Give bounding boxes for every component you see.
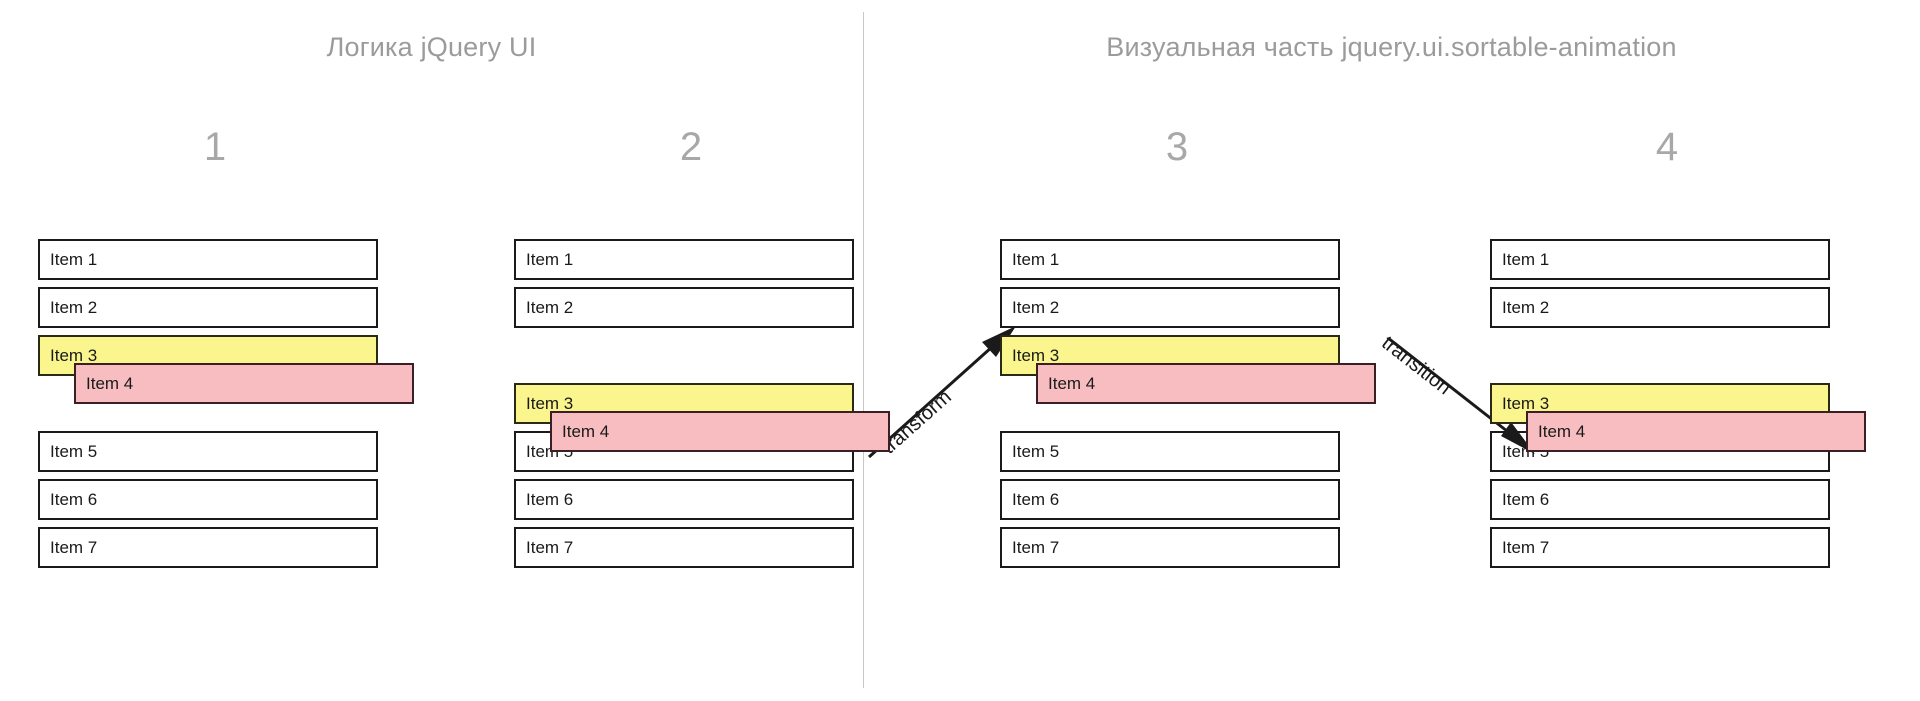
list-item[interactable]: Item 2	[38, 287, 378, 328]
list-item[interactable]: Item 2	[1000, 287, 1340, 328]
list-item-label: Item 5	[50, 441, 98, 461]
list-item-label: Item 1	[1012, 249, 1060, 269]
list-item[interactable]: Item 1	[1490, 239, 1830, 280]
list-item-placeholder[interactable]	[1490, 335, 1830, 376]
list-item[interactable]: Item 7	[1490, 527, 1830, 568]
list-item-label: Item 6	[1012, 489, 1060, 509]
list-item[interactable]: Item 2	[1490, 287, 1830, 328]
dragged-list-item-label: Item 4	[562, 421, 610, 441]
dragged-list-item[interactable]: Item 4	[550, 411, 890, 452]
list-item-label: Item 1	[526, 249, 574, 269]
panel-number-3: 3	[1165, 125, 1189, 169]
list-item-label: Item 7	[1502, 537, 1550, 557]
list-item[interactable]: Item 6	[514, 479, 854, 520]
list-item-label: Item 6	[526, 489, 574, 509]
list-item[interactable]: Item 1	[1000, 239, 1340, 280]
list-item[interactable]: Item 7	[1000, 527, 1340, 568]
dragged-list-item-label: Item 4	[86, 373, 134, 393]
list-item-label: Item 7	[526, 537, 574, 557]
list-item[interactable]: Item 1	[514, 239, 854, 280]
list-item-label: Item 3	[50, 345, 98, 365]
panel-number-2: 2	[679, 125, 703, 169]
list-item-label: Item 2	[526, 297, 574, 317]
dragged-list-item-label: Item 4	[1048, 373, 1096, 393]
list-item-label: Item 6	[1502, 489, 1550, 509]
list-item-label: Item 6	[50, 489, 98, 509]
list-item-label: Item 1	[50, 249, 98, 269]
dragged-list-item-label: Item 4	[1538, 421, 1586, 441]
list-item[interactable]: Item 1	[38, 239, 378, 280]
list-item-label: Item 2	[1012, 297, 1060, 317]
panel-number-1: 1	[203, 125, 227, 169]
dragged-list-item[interactable]: Item 4	[1036, 363, 1376, 404]
right-half-title: Визуальная часть jquery.ui.sortable-anim…	[1106, 32, 1677, 62]
list-item[interactable]: Item 7	[514, 527, 854, 568]
list-item-label: Item 2	[50, 297, 98, 317]
list-item-label: Item 3	[1012, 345, 1060, 365]
list-item-label: Item 5	[1012, 441, 1060, 461]
list-item[interactable]: Item 5	[38, 431, 378, 472]
panel-number-4: 4	[1655, 125, 1679, 169]
left-half-title: Логика jQuery UI	[326, 32, 537, 62]
dragged-list-item[interactable]: Item 4	[74, 363, 414, 404]
panel-3: Item 1 Item 2 Item 3 Item 5 Item 6 Item 7 Item…	[1000, 239, 1376, 639]
panel-1: Item 1 Item 2 Item 3 Item 5 Item 6 Item 7 Item…	[38, 239, 414, 639]
list-item-label: Item 7	[50, 537, 98, 557]
list-item-label: Item 3	[526, 393, 574, 413]
dragged-list-item[interactable]: Item 4	[1526, 411, 1866, 452]
list-item[interactable]: Item 6	[1490, 479, 1830, 520]
list-item-label: Item 7	[1012, 537, 1060, 557]
list-item[interactable]: Item 7	[38, 527, 378, 568]
list-item-placeholder[interactable]	[514, 335, 854, 376]
arrow-transition-label: transition	[1377, 332, 1455, 400]
list-item-label: Item 2	[1502, 297, 1550, 317]
list-item[interactable]: Item 6	[38, 479, 378, 520]
list-item[interactable]: Item 2	[514, 287, 854, 328]
list-item-label: Item 1	[1502, 249, 1550, 269]
list-item[interactable]: Item 5	[1000, 431, 1340, 472]
vertical-divider	[863, 12, 864, 688]
list-item[interactable]: Item 6	[1000, 479, 1340, 520]
